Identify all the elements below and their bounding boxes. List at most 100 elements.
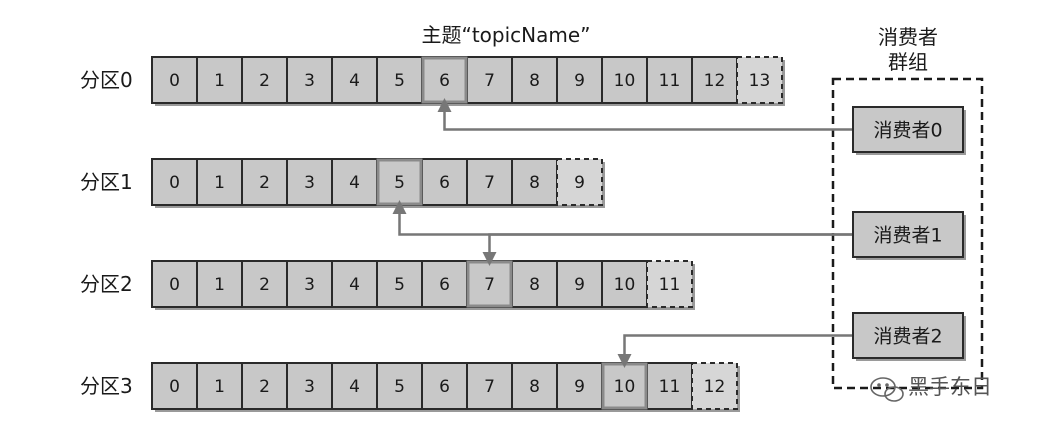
offset-label: 10 [614, 377, 636, 397]
offset-label: 7 [484, 173, 495, 193]
topic-title: 主题“topicName” [421, 23, 590, 47]
offset-label: 2 [259, 173, 270, 193]
offset-cell [241, 260, 288, 308]
offset-cell [286, 362, 333, 410]
group-title-line2: 群组 [888, 50, 928, 74]
offset-cell [376, 362, 423, 410]
offset-label: 5 [394, 377, 405, 397]
offset-label: 4 [349, 71, 360, 91]
offset-cell [466, 362, 513, 410]
offset-label: 2 [259, 377, 270, 397]
offset-cell [376, 260, 423, 308]
offset-label: 12 [704, 377, 726, 397]
offset-cell [601, 56, 648, 104]
offset-label: 0 [169, 71, 180, 91]
consumer-body [852, 312, 964, 359]
offset-cell [286, 158, 333, 206]
offset-label: 4 [349, 377, 360, 397]
offset-cell [466, 158, 513, 206]
offset-label: 11 [659, 71, 681, 91]
offset-cell [331, 158, 378, 206]
offset-label: 4 [349, 275, 360, 295]
offset-cell [511, 158, 558, 206]
offset-label: 0 [169, 173, 180, 193]
group-title-line1: 消费者 [878, 25, 938, 49]
offset-label: 7 [484, 377, 495, 397]
offset-cell [286, 56, 333, 104]
offset-label: 3 [304, 173, 315, 193]
offset-label: 6 [439, 173, 450, 193]
assignment-arrow [392, 200, 853, 236]
offset-label: 2 [259, 71, 270, 91]
assignment-arrow [617, 334, 853, 368]
offset-label: 13 [749, 71, 771, 91]
offset-label: 4 [349, 173, 360, 193]
consumer-box: 消费者2 [852, 312, 966, 361]
offset-cell [421, 158, 468, 206]
offset-label: 3 [304, 71, 315, 91]
offset-cell [646, 56, 693, 104]
offset-label: 10 [614, 275, 636, 295]
offset-label: 8 [529, 377, 540, 397]
consumer-body [852, 106, 964, 153]
offset-label: 9 [574, 173, 585, 193]
pending-offset-cell [691, 362, 738, 410]
watermark: 黑手东日 [870, 375, 992, 402]
offset-label: 6 [439, 377, 450, 397]
offset-cell [331, 260, 378, 308]
assignment-arrow [437, 98, 853, 131]
offset-label: 12 [704, 71, 726, 91]
consumer-box: 消费者0 [852, 106, 966, 155]
offset-label: 9 [574, 71, 585, 91]
partition-label: 分区0 [80, 68, 133, 92]
offset-label: 7 [484, 71, 495, 91]
offset-label: 9 [574, 377, 585, 397]
partition-label: 分区1 [80, 170, 133, 194]
partition-label: 分区3 [80, 374, 133, 398]
watermark-text: 黑手东日 [908, 375, 992, 399]
offset-label: 1 [214, 275, 225, 295]
offset-label: 5 [394, 71, 405, 91]
assignment-arrow [482, 233, 853, 266]
offset-cell [556, 260, 603, 308]
offset-label: 5 [394, 275, 405, 295]
consumer-label: 消费者1 [873, 225, 942, 247]
offset-label: 7 [484, 275, 495, 295]
offset-cell [196, 260, 243, 308]
offset-cell [196, 362, 243, 410]
partition-label: 分区2 [80, 272, 133, 296]
offset-label: 8 [529, 71, 540, 91]
consumer-box: 消费者1 [852, 211, 966, 260]
offset-label: 5 [394, 173, 405, 193]
chat-bubble-icon [870, 377, 904, 402]
consumers: 消费者0 消费者1 消费者2 [852, 106, 966, 361]
offset-cell [286, 260, 333, 308]
offset-label: 1 [214, 377, 225, 397]
offset-cell [331, 362, 378, 410]
offset-label: 3 [304, 275, 315, 295]
offset-label: 1 [214, 71, 225, 91]
offset-cell [241, 56, 288, 104]
pending-offset-cell [736, 56, 783, 104]
offset-label: 2 [259, 275, 270, 295]
offset-label: 1 [214, 173, 225, 193]
offset-label: 11 [659, 275, 681, 295]
offset-cell [421, 260, 468, 308]
assignment-arrows [392, 98, 853, 368]
offset-cell [646, 362, 693, 410]
offset-label: 9 [574, 275, 585, 295]
pending-offset-cell [646, 260, 693, 308]
offset-label: 10 [614, 71, 636, 91]
offset-label: 8 [529, 173, 540, 193]
offset-label: 0 [169, 377, 180, 397]
offset-label: 8 [529, 275, 540, 295]
offset-cell [241, 158, 288, 206]
offset-label: 3 [304, 377, 315, 397]
offset-label: 6 [439, 71, 450, 91]
consumer-label: 消费者0 [873, 120, 942, 142]
partition-row: 分区1 0 1 2 3 4 5 6 7 8 9 [80, 158, 605, 208]
offset-cell [556, 362, 603, 410]
